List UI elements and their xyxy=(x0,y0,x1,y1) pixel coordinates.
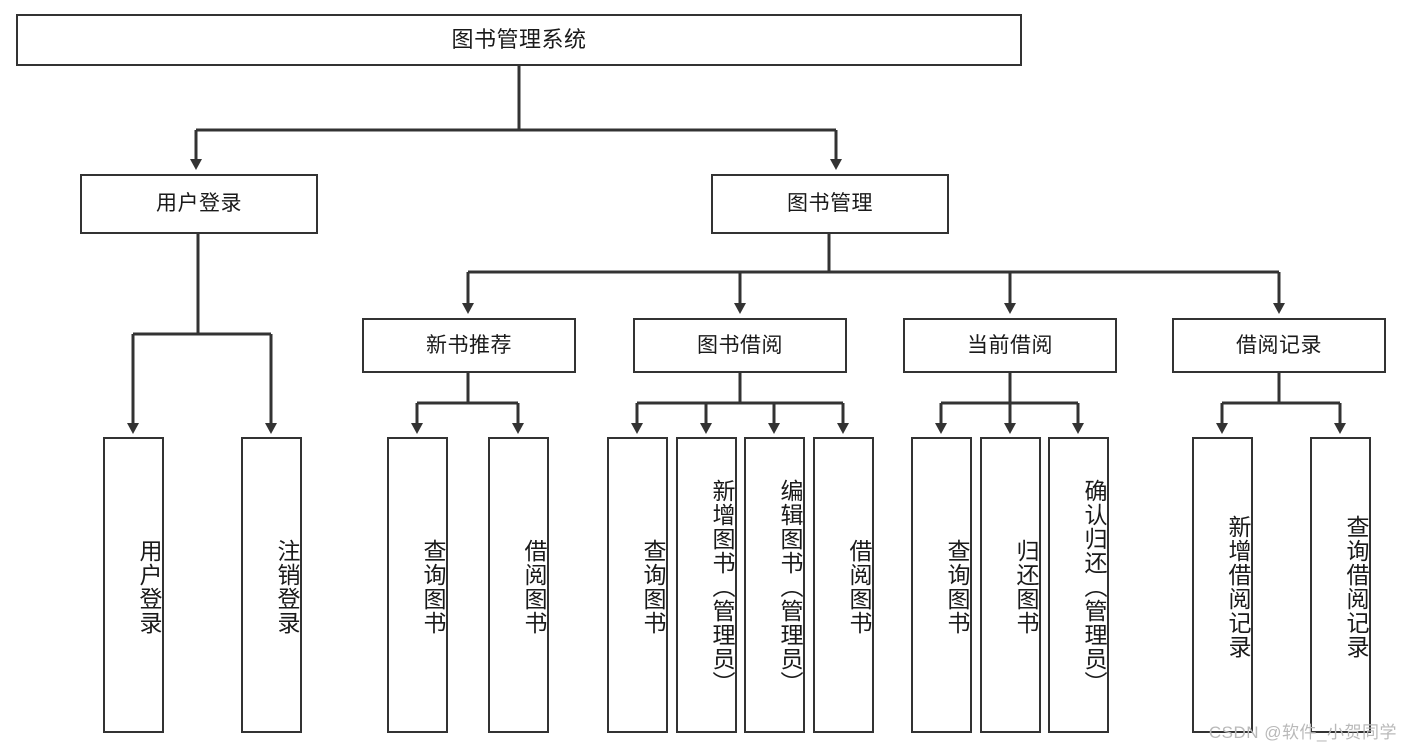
node-leaf-query-1[interactable]: 查询图书 xyxy=(387,437,448,733)
node-leaf-borrow-2[interactable]: 借阅图书 xyxy=(813,437,874,733)
node-current-borrow-label: 当前借阅 xyxy=(967,333,1053,357)
node-leaf-confirm[interactable]: 确认归还（管理员） xyxy=(1048,437,1109,733)
node-book-manage-label: 图书管理 xyxy=(787,192,873,216)
node-new-book-rec[interactable]: 新书推荐 xyxy=(362,318,576,373)
node-leaf-borrow-2-label: 借阅图书 xyxy=(846,539,872,635)
node-current-borrow[interactable]: 当前借阅 xyxy=(903,318,1117,373)
node-borrow-record-label: 借阅记录 xyxy=(1236,333,1322,357)
node-leaf-logout[interactable]: 注销登录 xyxy=(241,437,302,733)
node-leaf-query-3-label: 查询图书 xyxy=(944,539,970,635)
node-leaf-edit-book[interactable]: 编辑图书（管理员） xyxy=(744,437,805,733)
node-borrow-record[interactable]: 借阅记录 xyxy=(1172,318,1386,373)
node-leaf-login-label: 用户登录 xyxy=(136,539,162,635)
node-leaf-add-rec[interactable]: 新增借阅记录 xyxy=(1192,437,1253,733)
node-leaf-add-book[interactable]: 新增图书（管理员） xyxy=(676,437,737,733)
node-leaf-query-rec-label: 查询借阅记录 xyxy=(1343,515,1369,659)
node-book-manage[interactable]: 图书管理 xyxy=(711,174,949,234)
node-root-label: 图书管理系统 xyxy=(451,26,587,52)
node-leaf-query-2[interactable]: 查询图书 xyxy=(607,437,668,733)
node-leaf-return[interactable]: 归还图书 xyxy=(980,437,1041,733)
node-user-login[interactable]: 用户登录 xyxy=(80,174,318,234)
node-leaf-query-rec[interactable]: 查询借阅记录 xyxy=(1310,437,1371,733)
node-book-borrow-label: 图书借阅 xyxy=(697,333,783,357)
node-leaf-confirm-label: 确认归还（管理员） xyxy=(1081,479,1107,695)
node-leaf-query-2-label: 查询图书 xyxy=(640,539,666,635)
node-book-borrow[interactable]: 图书借阅 xyxy=(633,318,847,373)
node-leaf-query-3[interactable]: 查询图书 xyxy=(911,437,972,733)
watermark-text: CSDN @软件_小贺同学 xyxy=(1208,723,1397,742)
node-root[interactable]: 图书管理系统 xyxy=(16,14,1022,66)
node-leaf-login[interactable]: 用户登录 xyxy=(103,437,164,733)
node-leaf-add-book-label: 新增图书（管理员） xyxy=(709,479,735,695)
node-new-book-rec-label: 新书推荐 xyxy=(426,333,512,357)
node-leaf-return-label: 归还图书 xyxy=(1013,539,1039,635)
node-leaf-borrow-1[interactable]: 借阅图书 xyxy=(488,437,549,733)
node-leaf-query-1-label: 查询图书 xyxy=(420,539,446,635)
node-leaf-add-rec-label: 新增借阅记录 xyxy=(1225,515,1251,659)
node-user-login-label: 用户登录 xyxy=(156,192,242,216)
node-leaf-edit-book-label: 编辑图书（管理员） xyxy=(777,479,803,695)
node-leaf-logout-label: 注销登录 xyxy=(274,539,300,635)
node-leaf-borrow-1-label: 借阅图书 xyxy=(521,539,547,635)
